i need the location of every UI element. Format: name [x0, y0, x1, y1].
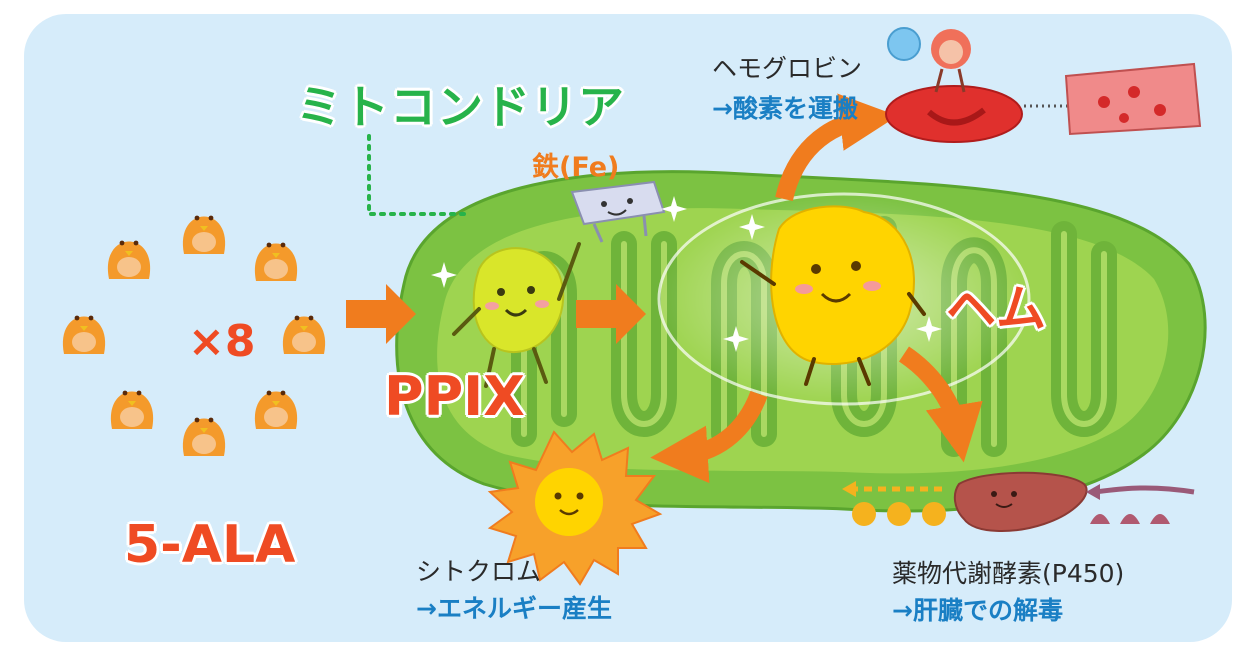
ala-character-icon [110, 390, 154, 429]
toxin-molecules-icon [1090, 514, 1170, 524]
arrow-ppix-to-heme [576, 284, 646, 344]
mitochondria-leader-line [367, 134, 466, 216]
cytochrome-label: シトクロム [416, 557, 542, 586]
ala-character-icon [182, 215, 226, 254]
toxin-input-arrowhead [1086, 484, 1100, 500]
blood-vessel-icon [1064, 62, 1202, 136]
toxin-input-arrow [1093, 485, 1195, 495]
arrow-heme-to-hemoglobin [775, 93, 898, 202]
ala-character-group [62, 215, 326, 456]
ala-character-icon [254, 242, 298, 281]
p450-role-label: →肝臓での解毒 [892, 596, 1063, 625]
ala-character-icon [182, 417, 226, 456]
ala-character-icon [62, 315, 106, 354]
hemoglobin-role-label: →酸素を運搬 [712, 94, 858, 123]
arrow-heme-to-p450 [898, 346, 983, 463]
liver-output-arrowhead [842, 481, 856, 497]
p450-label: 薬物代謝酵素(P450) [892, 559, 1125, 588]
mitochondria-label: ミトコンドリア [296, 80, 625, 134]
cytochrome-character-icon [487, 430, 663, 586]
arrow-ala-to-ppix [346, 284, 416, 344]
ppix-character-icon [452, 242, 581, 388]
iron-character-icon [570, 180, 666, 243]
cytochrome-role-label: →エネルギー産生 [416, 594, 612, 623]
red-blood-cell-icon [885, 27, 1023, 143]
ppix-label: PPIX [384, 365, 525, 428]
heme-label: ヘム [946, 280, 1046, 338]
ala-character-icon [282, 315, 326, 354]
diagram-artwork [62, 27, 1207, 586]
times-eight-label: ×8 [188, 316, 256, 367]
ala-label: 5-ALA [124, 515, 296, 575]
diagram-panel: ミトコンドリア 鉄(Fe) ヘモグロビン →酸素を運搬 ×8 PPIX ヘム 5… [24, 14, 1232, 642]
heme-character-icon [740, 205, 926, 386]
iron-label: 鉄(Fe) [532, 152, 620, 183]
ala-character-icon [254, 390, 298, 429]
sparkle-icons [431, 196, 942, 352]
arrow-heme-to-cytochrome [650, 390, 768, 484]
hemoglobin-label: ヘモグロビン [712, 54, 863, 83]
detox-molecules-icon [852, 502, 946, 526]
liver-icon [953, 471, 1088, 532]
ala-character-icon [107, 240, 151, 279]
